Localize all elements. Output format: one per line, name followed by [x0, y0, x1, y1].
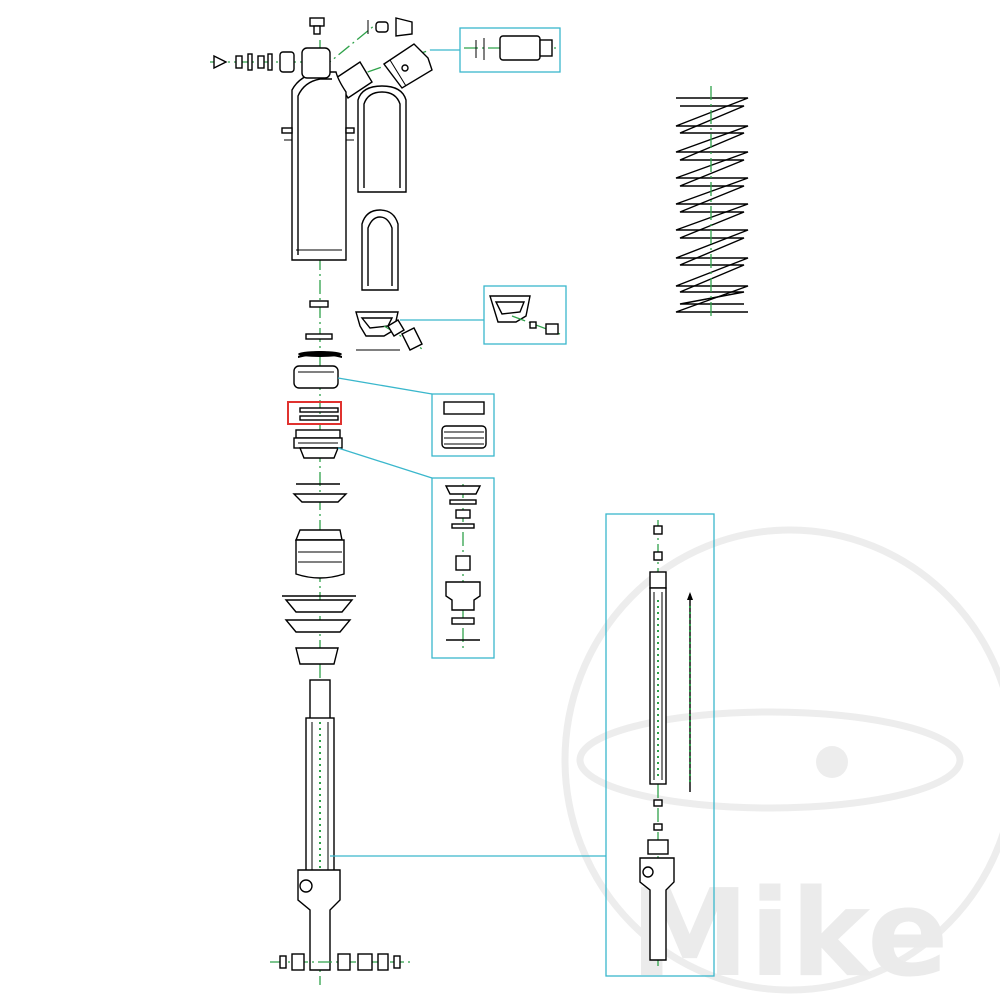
callout-bushing[interactable] [337, 377, 495, 457]
bump-stop-rubber [294, 529, 345, 579]
selected-part-highlight[interactable] [287, 401, 342, 425]
callout-reservoir-valve[interactable] [430, 27, 561, 73]
shock-body-housing [281, 47, 355, 261]
bottom-out-washer [292, 483, 348, 503]
top-cap-screw [309, 17, 325, 35]
seal-head-bushing [293, 365, 339, 389]
seal-head-assembly [293, 429, 343, 459]
callout-end-cap-valve[interactable] [400, 285, 567, 345]
spring-retainer-upper [282, 595, 356, 633]
reservoir-fitting-parts [319, 17, 433, 99]
lower-eye-mount [270, 869, 410, 971]
coil-spring [675, 86, 749, 318]
bearing-washer [298, 351, 342, 358]
damper-shaft [305, 679, 335, 891]
callout-seal-head[interactable] [337, 447, 495, 659]
spring-retainer-lower [295, 647, 339, 665]
top-out-bumper [305, 300, 333, 340]
reservoir-end-cap [355, 311, 425, 351]
piggyback-reservoir [357, 85, 407, 291]
watermark-logo: Mike [561, 526, 1000, 1004]
watermark-text: Mike [630, 865, 949, 1000]
side-adjuster-left [210, 51, 305, 73]
highlighted-spacer-washers [299, 407, 339, 421]
callout-shaft-assembly[interactable] [330, 513, 715, 977]
